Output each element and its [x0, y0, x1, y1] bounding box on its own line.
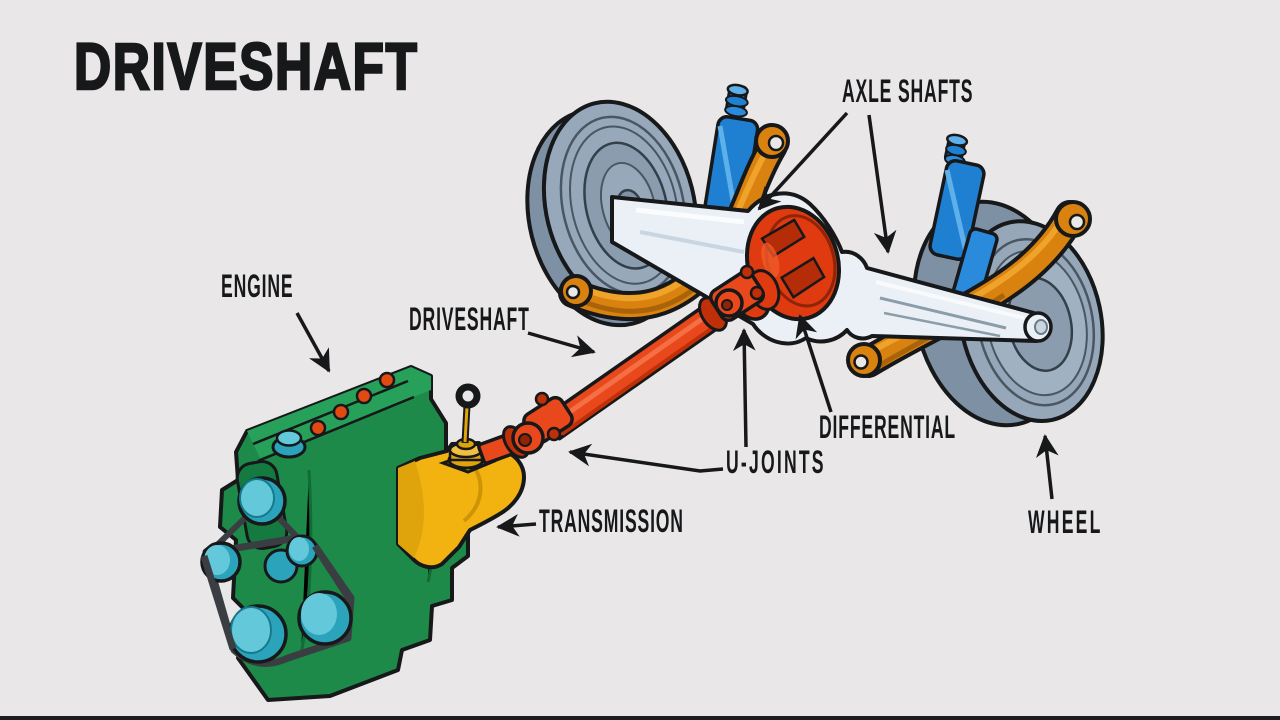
label-driveshaft: DRIVESHAFT [409, 301, 530, 337]
callout-arrows [295, 111, 1059, 537]
label-differential: DIFFERENTIAL [819, 409, 957, 445]
label-engine: ENGINE [221, 268, 294, 304]
u-joints-up-arrow [732, 328, 756, 448]
label-u-joints: U-JOINTS [726, 444, 826, 480]
engine-illustration [200, 365, 470, 702]
upper-u-joint-illustration [698, 264, 781, 332]
axle-shaft-left-arrow [757, 111, 849, 211]
page-title: DRIVESHAFT [73, 29, 419, 103]
wheel-arrow [1035, 434, 1059, 500]
driveshaft-arrow [527, 331, 596, 358]
label-wheel: WHEEL [1028, 504, 1103, 540]
label-axle-shafts: AXLE SHAFTS [842, 73, 974, 109]
gear-shifter [455, 383, 481, 444]
u-joints-left-arrow [568, 443, 724, 473]
engine-arrow [295, 312, 331, 373]
label-transmission: TRANSMISSION [539, 503, 684, 539]
axle-shaft-right-arrow [867, 114, 897, 254]
lower-u-joint-illustration [502, 391, 574, 459]
transmission-arrow [496, 514, 537, 537]
differential-arrow [795, 314, 833, 413]
bottom-edge-bar [0, 716, 1280, 720]
